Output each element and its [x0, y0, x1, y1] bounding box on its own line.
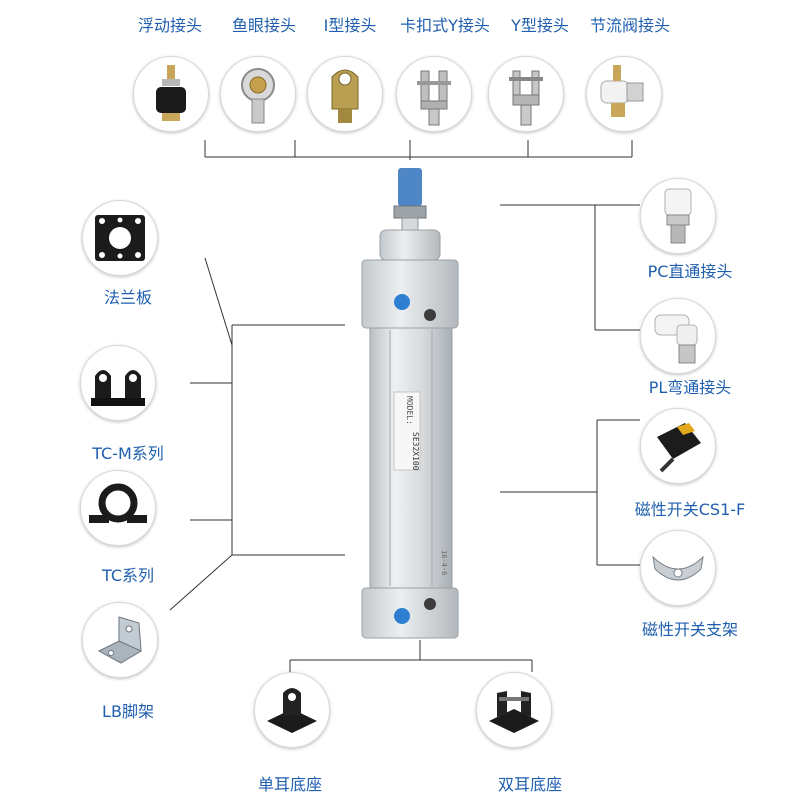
pneumatic-cylinder-image: MODEL: SE32X100 16-4-6: [361, 168, 459, 639]
magnetic-switch-bracket-image: [640, 530, 716, 606]
pc-straight-fitting-image: [640, 178, 716, 254]
tc-m-series-image: [80, 345, 156, 421]
rod-end-joint-image: [220, 56, 296, 132]
lb-foot-bracket-image: [82, 602, 158, 678]
cylinder-side-text: 16-4-6: [440, 550, 448, 575]
label-i-type-joint: I型接头: [323, 16, 377, 35]
label-magnetic-switch-bracket: 磁性开关支架: [641, 620, 739, 639]
i-type-joint-image: [307, 56, 383, 132]
label-magnetic-switch: 磁性开关CS1-F: [634, 500, 746, 519]
single-ear-base-image: [254, 672, 330, 748]
label-clip-y-joint: 卡扣式Y接头: [400, 16, 490, 35]
label-tc-m-series: TC-M系列: [92, 444, 164, 463]
label-lb-foot-bracket: LB脚架: [102, 702, 154, 721]
label-throttle-valve-joint: 节流阀接头: [589, 16, 671, 35]
pl-elbow-fitting-image: [640, 298, 716, 374]
clip-y-joint-image: [396, 56, 472, 132]
label-rod-end-joint: 鱼眼接头: [231, 16, 297, 35]
label-pc-straight-fitting: PC直通接头: [647, 262, 733, 281]
tc-series-image: [80, 470, 156, 546]
label-pl-elbow-fitting: PL弯通接头: [648, 378, 732, 397]
magnetic-switch-image: [640, 408, 716, 484]
throttle-valve-joint-image: [586, 56, 662, 132]
label-tc-series: TC系列: [101, 566, 155, 585]
y-type-joint-image: [488, 56, 564, 132]
label-flange-plate: 法兰板: [103, 288, 153, 307]
floating-joint-image: [133, 56, 209, 132]
label-double-ear-base: 双耳底座: [497, 775, 563, 794]
label-single-ear-base: 单耳底座: [257, 775, 323, 794]
double-ear-base-image: [476, 672, 552, 748]
label-floating-joint: 浮动接头: [137, 16, 203, 35]
label-y-type-joint: Y型接头: [511, 16, 569, 35]
model-label-text: SE32X100: [411, 432, 420, 471]
model-label-prefix: MODEL:: [405, 396, 414, 425]
flange-plate-image: [82, 200, 158, 276]
